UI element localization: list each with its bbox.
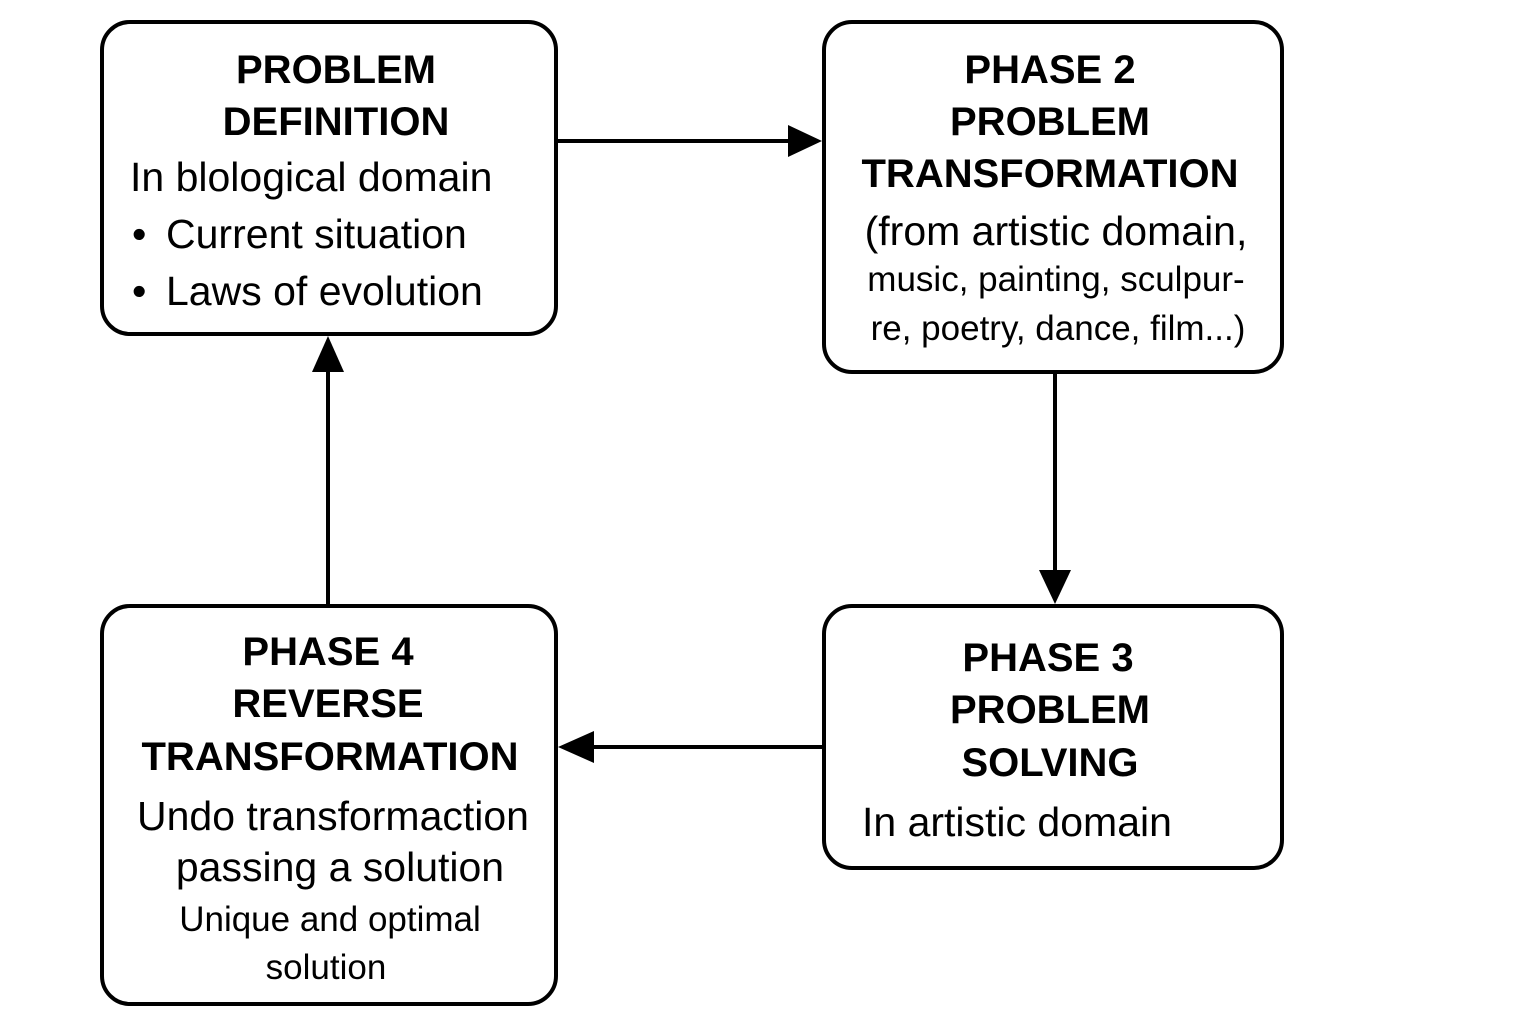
arrowhead-down — [1039, 570, 1071, 604]
phase4-title-line3: TRANSFORMATION — [141, 735, 519, 779]
phase4-desc-line2: passing a solution — [175, 844, 505, 890]
problem-definition-box — [100, 20, 558, 336]
phase4-reverse-box — [100, 604, 558, 1006]
phase4-desc-line4: solution — [265, 948, 387, 987]
phase1-bullet-1-marker: • — [132, 211, 147, 257]
phase1-bullet-2: Laws of evolution — [166, 268, 483, 314]
phase4-desc-line3: Unique and optimal — [179, 900, 481, 939]
phase3-desc: In artistic domain — [862, 799, 1172, 845]
phase1-bullet-1: Current situation — [166, 211, 467, 257]
phase2-desc-line2: music, painting, sculpur- — [867, 260, 1245, 299]
phase1-bullet-2-marker: • — [132, 268, 147, 314]
phase2-desc-line3: re, poetry, dance, film...) — [870, 309, 1246, 348]
phase3-solving-box — [822, 604, 1284, 870]
phase3-title-line2: PROBLEM — [950, 688, 1150, 732]
phase4-title-line1: PHASE 4 — [242, 630, 414, 674]
phase2-title-line1: PHASE 2 — [964, 48, 1136, 92]
phase1-title-line1: PROBLEM — [236, 48, 436, 92]
phase4-title-line2: REVERSE — [232, 682, 424, 726]
phase2-title-line2: PROBLEM — [950, 100, 1150, 144]
arrowhead-up — [312, 336, 344, 372]
phase3-title-line3: SOLVING — [961, 741, 1139, 785]
phase4-desc-line1: Undo transformaction — [137, 793, 529, 839]
arrowhead-right — [788, 125, 822, 157]
phase3-title-line1: PHASE 3 — [962, 636, 1134, 680]
phase2-transformation-box — [822, 20, 1284, 374]
arrowhead-left — [558, 731, 594, 763]
phase2-title-line3: TRANSFORMATION — [861, 152, 1239, 196]
phase1-subtitle: In blological domain — [130, 154, 493, 200]
phase1-title-line2: DEFINITION — [222, 100, 450, 144]
phase2-desc-line1: (from artistic domain, — [864, 208, 1248, 254]
